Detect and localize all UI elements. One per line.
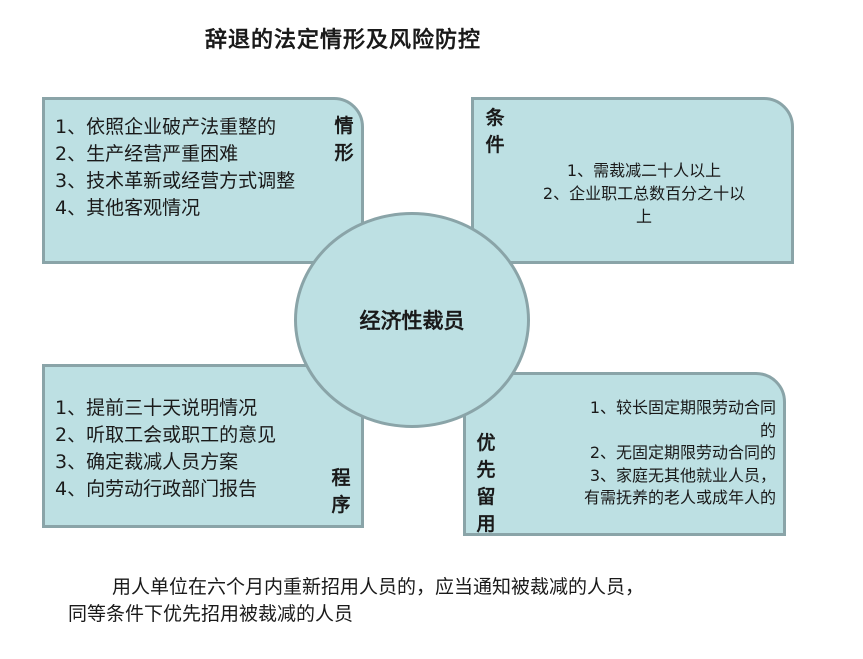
conditions-label: 条 件 xyxy=(484,105,506,159)
procedure-list: 1、提前三十天说明情况 2、听取工会或职工的意见 3、确定裁减人员方案 4、向劳… xyxy=(55,395,276,503)
procedure-box: 1、提前三十天说明情况 2、听取工会或职工的意见 3、确定裁减人员方案 4、向劳… xyxy=(42,364,364,528)
diagram-title: 辞退的法定情形及风险防控 xyxy=(205,28,482,53)
priority-label-char-4: 用 xyxy=(476,513,496,535)
priority-retention-box: 优 先 留 用 1、较长固定期限劳动合同 的 2、无固定期限劳动合同的 3、家庭… xyxy=(463,372,786,536)
situations-label: 情 形 xyxy=(333,113,355,167)
center-circle: 经济性裁员 xyxy=(294,212,530,428)
procedure-item: 3、确定裁减人员方案 xyxy=(55,451,239,473)
procedure-label-char-2: 序 xyxy=(331,494,351,516)
priority-item: 3、家庭无其他就业人员， xyxy=(589,465,776,485)
procedure-item: 2、听取工会或职工的意见 xyxy=(55,424,277,446)
center-label: 经济性裁员 xyxy=(359,309,465,333)
conditions-label-char-1: 条 xyxy=(485,107,505,129)
condition-item: 1、需裁减二十人以上 xyxy=(566,161,722,180)
priority-label: 优 先 留 用 xyxy=(475,430,497,538)
situation-item: 4、其他客观情况 xyxy=(55,197,201,219)
situations-list: 1、依照企业破产法重整的 2、生产经营严重困难 3、技术革新或经营方式调整 4、… xyxy=(55,114,295,222)
procedure-item: 1、提前三十天说明情况 xyxy=(55,397,258,419)
situation-item: 1、依照企业破产法重整的 xyxy=(55,116,277,138)
conditions-box: 条 件 1、需裁减二十人以上 2、企业职工总数百分之十以 上 xyxy=(471,97,794,264)
priority-label-char-2: 先 xyxy=(476,459,496,481)
priority-item: 1、较长固定期限劳动合同 xyxy=(589,398,776,417)
priority-list: 1、较长固定期限劳动合同 的 2、无固定期限劳动合同的 3、家庭无其他就业人员，… xyxy=(526,397,776,510)
priority-label-char-3: 留 xyxy=(476,486,496,508)
situation-item: 2、生产经营严重困难 xyxy=(55,143,239,165)
procedure-item: 4、向劳动行政部门报告 xyxy=(55,478,258,500)
procedure-label: 程 序 xyxy=(330,465,352,519)
situations-label-char-2: 形 xyxy=(334,142,354,164)
priority-item: 的 xyxy=(759,420,776,440)
procedure-label-char-1: 程 xyxy=(331,467,351,489)
situation-item: 3、技术革新或经营方式调整 xyxy=(55,170,296,192)
conditions-label-char-2: 件 xyxy=(485,134,505,156)
condition-item: 2、企业职工总数百分之十以 xyxy=(542,184,746,203)
priority-item: 有需抚养的老人或成年人的 xyxy=(583,488,776,507)
priority-item: 2、无固定期限劳动合同的 xyxy=(589,443,776,462)
condition-item: 上 xyxy=(635,207,652,226)
situations-label-char-1: 情 xyxy=(334,115,354,137)
situations-box: 1、依照企业破产法重整的 2、生产经营严重困难 3、技术革新或经营方式调整 4、… xyxy=(42,97,364,264)
footer-note-line-1: 用人单位在六个月内重新招用人员的，应当通知被裁减的人员， xyxy=(112,576,645,598)
footer-note-line-2: 同等条件下优先招用被裁减的人员 xyxy=(68,603,354,625)
conditions-list: 1、需裁减二十人以上 2、企业职工总数百分之十以 上 xyxy=(514,159,774,228)
priority-label-char-1: 优 xyxy=(476,432,496,454)
